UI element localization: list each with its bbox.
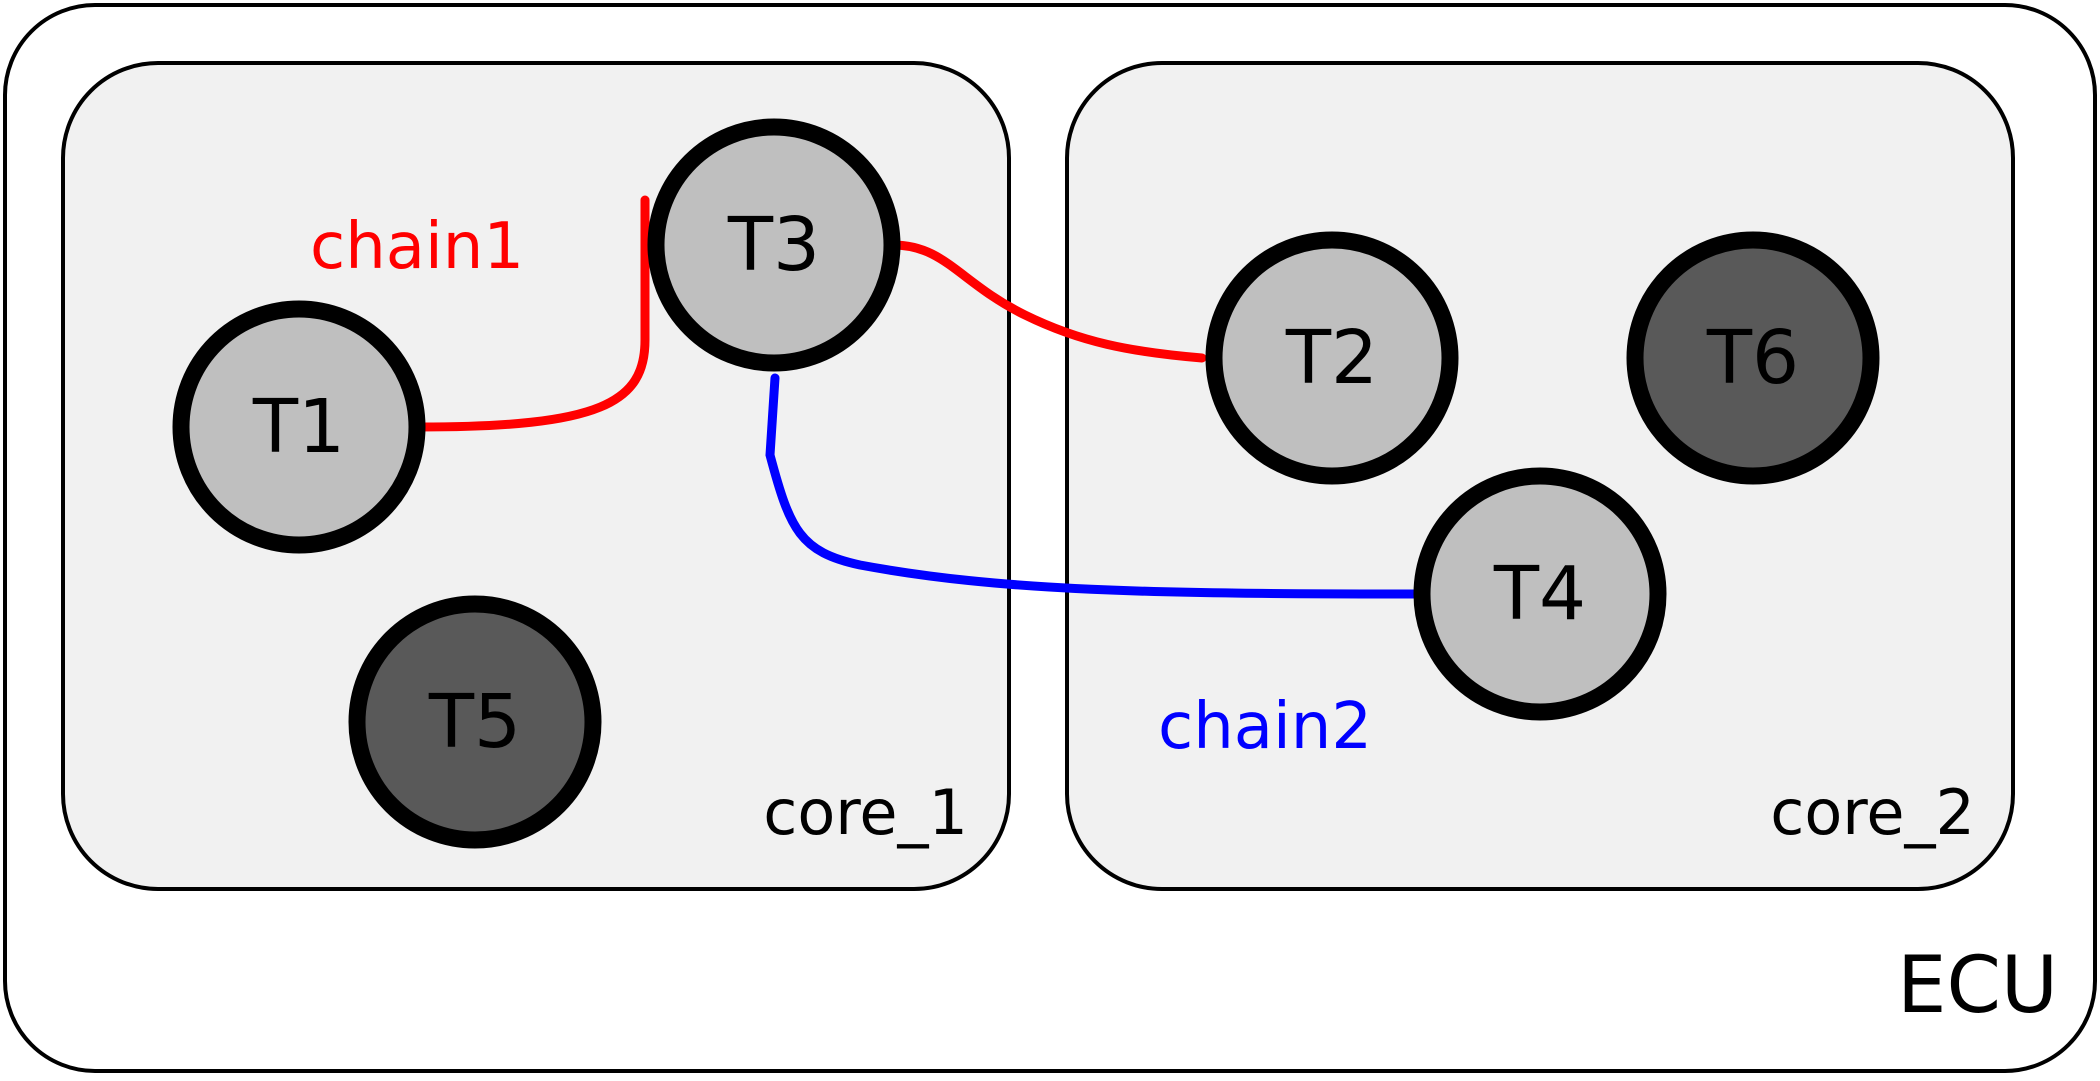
task-t3: T3 <box>647 118 901 372</box>
chain1-edge-t1-t3 <box>415 195 650 432</box>
task-t2-label: T2 <box>1285 315 1378 401</box>
task-t3-circle <box>647 118 901 372</box>
chain2-label: chain2 <box>1158 690 1372 764</box>
task-t1: T1 <box>172 300 426 554</box>
task-t2-circle <box>1205 231 1459 485</box>
task-t4-circle <box>1413 467 1667 721</box>
task-t6: T6 <box>1626 231 1880 485</box>
task-t5-circle <box>348 595 602 849</box>
task-t6-circle <box>1626 231 1880 485</box>
task-t6-label: T6 <box>1706 315 1799 401</box>
core-2-label: core_2 <box>1770 776 1975 849</box>
chain2-edge-t4-t3 <box>765 373 1425 599</box>
chain1-label: chain1 <box>310 210 524 284</box>
task-t3-label: T3 <box>727 202 820 288</box>
core-1-label: core_1 <box>763 776 968 849</box>
task-t5: T5 <box>348 595 602 849</box>
task-t2: T2 <box>1205 231 1459 485</box>
task-t4-label: T4 <box>1493 551 1586 637</box>
chain1-edge-t3-t2 <box>888 240 1207 363</box>
task-t5-label: T5 <box>428 679 521 765</box>
ecu-label: ECU <box>1897 941 2058 1031</box>
task-t4: T4 <box>1413 467 1667 721</box>
task-t1-circle <box>172 300 426 554</box>
task-t1-label: T1 <box>252 384 345 470</box>
